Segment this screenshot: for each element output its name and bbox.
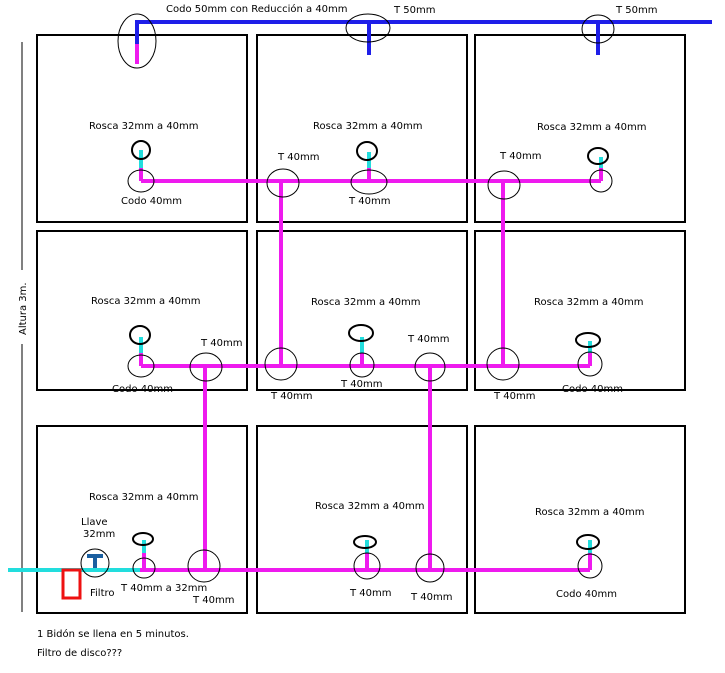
t50-label-2: T 50mm (615, 5, 658, 16)
note-line-1: 1 Bidón se llena en 5 minutos. (37, 628, 189, 640)
tee-marker (353, 552, 381, 580)
tee-marker (487, 170, 521, 200)
elbow-marker (589, 169, 613, 193)
rosca-label-r3c1: Rosca 32mm a 40mm (89, 492, 199, 503)
t40-label-8: T 40mm (493, 391, 536, 402)
outlet-icon (348, 324, 374, 342)
tee-marker (345, 13, 391, 43)
plot-box-r3c3 (474, 425, 686, 614)
valve-icon (80, 548, 110, 578)
t40-label-7: T 40mm (340, 379, 383, 390)
codo-label-r2c1: Codo 40mm (112, 384, 173, 395)
rosca-label-r1c2: Rosca 32mm a 40mm (313, 121, 423, 132)
t40-32-label: T 40mm a 32mm (120, 583, 207, 594)
note-line-2: Filtro de disco??? (37, 648, 122, 659)
filter-icon (61, 568, 82, 600)
outlet-icon (131, 140, 151, 160)
t40-label-10: T 40mm (349, 588, 392, 599)
plot-box-r2c3 (474, 230, 686, 391)
outlet-loops (129, 140, 609, 550)
t40-label-6: T 40mm (270, 391, 313, 402)
tee-marker (187, 549, 221, 583)
tee-marker (266, 168, 300, 198)
valve-label-size: 32mm (83, 529, 115, 540)
t40-label-2: T 40mm (348, 196, 391, 207)
t40-label-4: T 40mm (200, 338, 243, 349)
elbow-marker (577, 351, 603, 377)
fitting-markers (117, 13, 615, 583)
plot-box-r3c1 (36, 425, 248, 614)
outlet-icon (356, 141, 378, 161)
plot-box-r3c2 (256, 425, 468, 614)
rosca-label-r2c2: Rosca 32mm a 40mm (311, 297, 421, 308)
plot-box-r1c3 (474, 34, 686, 223)
codo-label-r1c1: Codo 40mm (121, 196, 182, 207)
filter-label: Filtro (90, 588, 115, 599)
valve-label-title: Llave (81, 517, 108, 528)
rosca-label-r2c1: Rosca 32mm a 40mm (91, 296, 201, 307)
top-elbow-label: Codo 50mm con Reducción a 40mm (166, 3, 348, 15)
outlet-icon (587, 147, 609, 165)
t40-label-5: T 40mm (407, 334, 450, 345)
codo-label-r3c3: Codo 40mm (556, 589, 617, 600)
elbow-marker (117, 13, 157, 69)
plot-box-r1c1 (36, 34, 248, 223)
tee-marker (414, 352, 446, 382)
rosca-label-r1c3: Rosca 32mm a 40mm (537, 122, 647, 133)
t40-label-11: T 40mm (410, 592, 453, 603)
rosca-label-r2c3: Rosca 32mm a 40mm (534, 297, 644, 308)
tee-marker (264, 347, 298, 381)
elbow-marker (577, 553, 603, 579)
drop-connectors (139, 150, 603, 553)
elbow-marker (127, 354, 155, 378)
tee-marker (132, 557, 156, 579)
outlet-icon (129, 325, 151, 345)
main-pipe-50mm (135, 20, 712, 60)
tee-marker (415, 553, 445, 583)
height-dimension: Altura 3m. (14, 42, 30, 612)
rosca-label-r3c2: Rosca 32mm a 40mm (315, 501, 425, 512)
tee-marker (486, 347, 520, 381)
height-label: Altura 3m. (18, 282, 29, 335)
tee-marker (189, 352, 223, 382)
tee-marker (349, 352, 375, 378)
t40-label-3: T 40mm (499, 151, 542, 162)
plot-grid (36, 34, 686, 614)
tee-marker (350, 169, 388, 195)
rosca-label-r1c1: Rosca 32mm a 40mm (89, 121, 199, 132)
outlet-icon (353, 535, 377, 549)
t40-label-1: T 40mm (277, 152, 320, 163)
outlet-icon (576, 534, 600, 550)
outlet-icon (132, 532, 154, 546)
codo-label-r2c3: Codo 40mm (562, 384, 623, 395)
t40-label-9: T 40mm (192, 595, 235, 606)
rosca-label-r3c3: Rosca 32mm a 40mm (535, 507, 645, 518)
outlet-icon (575, 332, 601, 348)
plot-box-r2c1 (36, 230, 248, 391)
plot-box-r2c2 (256, 230, 468, 391)
t50-label-1: T 50mm (393, 5, 436, 16)
branch-pipes-40mm (135, 44, 603, 572)
labels: Codo 50mm con Reducción a 40mm T 50mm T … (37, 3, 658, 659)
elbow-marker (127, 169, 155, 193)
plot-box-r1c2 (256, 34, 468, 223)
tee-marker (581, 14, 615, 44)
